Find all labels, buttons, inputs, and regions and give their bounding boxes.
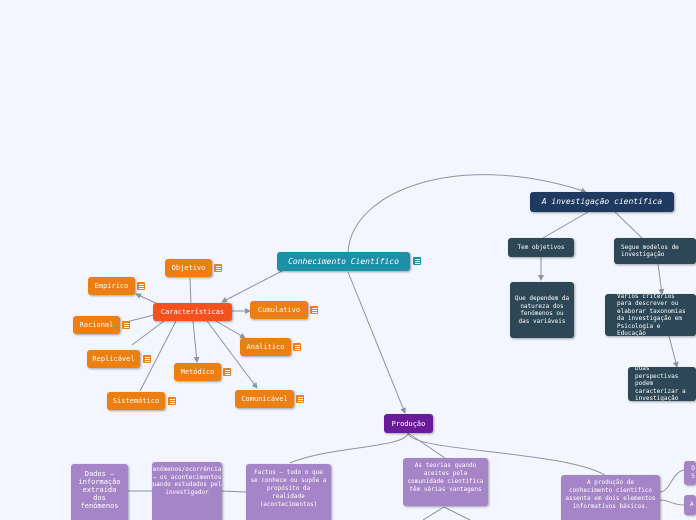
sistematico-node[interactable]: Sistemático	[107, 392, 165, 410]
empirico-label: Empírico	[94, 282, 129, 290]
central-topic-label: Conhecimento Científico	[288, 256, 399, 266]
producao-label: Produção	[391, 419, 426, 428]
cumulativo-label: Cumulativo	[257, 306, 301, 314]
analitico-node[interactable]: Analítico	[240, 338, 291, 356]
varios-criterios-node[interactable]: Vários critérios para descrever ou elabo…	[605, 294, 696, 336]
metodico-note-icon[interactable]	[223, 368, 231, 376]
factos-node[interactable]: Factos – tudo o que se conhece ou supõe …	[246, 464, 331, 520]
producao-conhecimento-node[interactable]: A produção de conhecimento científico as…	[561, 475, 660, 520]
objetivo-note-icon[interactable]	[214, 264, 222, 272]
replicavel-label: Replicável	[92, 355, 135, 363]
racional-label: Racional	[79, 321, 114, 329]
analitico-note-icon[interactable]	[293, 343, 301, 351]
segue-modelos-node[interactable]: Segue modelos de investigação	[614, 238, 696, 264]
o-s-label: O S	[691, 465, 695, 480]
teorias-label: As teorias quando aceites pela comunidad…	[407, 462, 484, 493]
duas-perspetivas-label: Duas perspectivas podem caracterizar a i…	[635, 367, 686, 401]
varios-criterios-label: Vários critérios para descrever ou elabo…	[617, 294, 686, 336]
caracteristicas-label: Características	[160, 308, 225, 316]
o-s-node[interactable]: O S	[684, 461, 696, 485]
fenomenos-label: Fenómenos/ocorrências – os acontecimento…	[152, 466, 222, 496]
fenomenos-node[interactable]: Fenómenos/ocorrências – os acontecimento…	[152, 462, 222, 520]
analitico-label: Analítico	[246, 343, 285, 351]
empirico-note-icon[interactable]	[137, 282, 145, 290]
sistematico-label: Sistemático	[112, 397, 160, 405]
factos-label: Factos – tudo o que se conhece ou supõe …	[250, 469, 327, 508]
sistematico-note-icon[interactable]	[168, 397, 176, 405]
replicavel-note-icon[interactable]	[143, 355, 151, 363]
racional-node[interactable]: Racional	[73, 316, 120, 334]
segue-modelos-label: Segue modelos de investigação	[621, 243, 679, 259]
comunicavel-node[interactable]: Comunicável	[235, 390, 294, 408]
producao-conhecimento-label: A produção de conhecimento científico as…	[565, 479, 656, 510]
dados-node[interactable]: Dados – informação extraída dos fenómeno…	[71, 464, 128, 520]
tem-objetivos-node[interactable]: Tem objetivos	[508, 238, 574, 257]
central-note-icon[interactable]	[413, 257, 421, 265]
replicavel-node[interactable]: Replicável	[87, 350, 140, 368]
cumulativo-node[interactable]: Cumulativo	[250, 301, 308, 319]
comunicavel-label: Comunicável	[241, 395, 288, 403]
cumulativo-note-icon[interactable]	[310, 306, 318, 314]
dados-label: Dados – informação extraída dos fenómeno…	[78, 470, 121, 510]
producao-node[interactable]: Produção	[384, 414, 433, 433]
central-topic[interactable]: Conhecimento Científico	[277, 252, 410, 271]
racional-note-icon[interactable]	[122, 321, 130, 329]
a-stub-label: A	[690, 501, 694, 508]
metodico-label: Metódico	[180, 368, 215, 376]
dependem-node[interactable]: Que dependem da natureza dos fenómenos o…	[510, 282, 574, 338]
tem-objetivos-label: Tem objetivos	[517, 243, 565, 251]
comunicavel-note-icon[interactable]	[296, 395, 304, 403]
teorias-node[interactable]: As teorias quando aceites pela comunidad…	[403, 458, 488, 506]
investigacao-label: A investigação científica	[541, 197, 663, 206]
dependem-label: Que dependem da natureza dos fenómenos o…	[514, 295, 570, 325]
duas-perspetivas-node[interactable]: Duas perspectivas podem caracterizar a i…	[628, 367, 696, 401]
objetivo-node[interactable]: Objetivo	[165, 259, 212, 277]
investigacao-node[interactable]: A investigação científica	[530, 192, 674, 212]
metodico-node[interactable]: Metódico	[174, 363, 221, 381]
empirico-node[interactable]: Empírico	[88, 277, 135, 295]
caracteristicas-node[interactable]: Características	[153, 303, 232, 321]
a-stub-node[interactable]: A	[684, 495, 696, 515]
objetivo-label: Objetivo	[171, 264, 206, 272]
